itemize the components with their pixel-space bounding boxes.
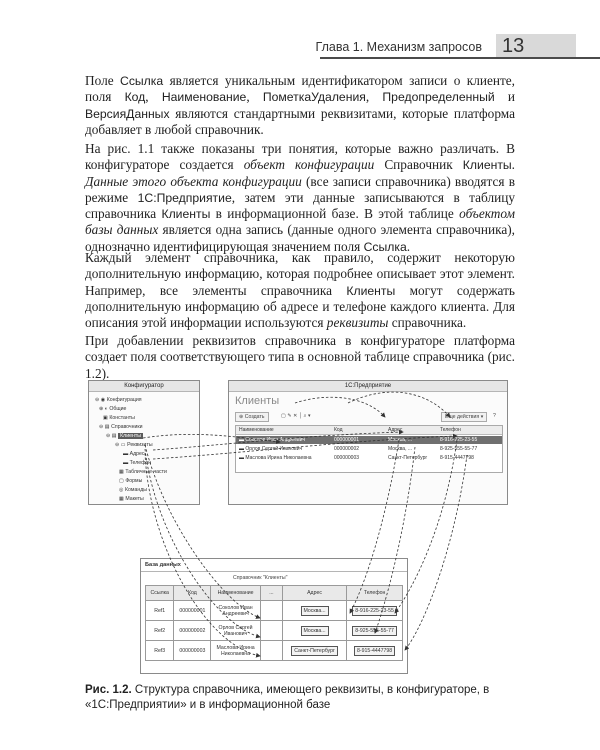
tree-commands[interactable]: ◎ Команды — [119, 487, 147, 493]
database-table-caption: Справочник "Клиенты" — [233, 575, 288, 581]
database-table: Ссылка Код Наименование ... Адрес Телефо… — [144, 585, 403, 661]
enterprise-window: 1С:Предприятие Клиенты ⊕ Создать ▢ ✎ ✕ │… — [228, 380, 508, 505]
database-title-rule — [141, 571, 407, 572]
arrow-grid-phone-top — [347, 391, 451, 418]
tree-forms[interactable]: ▢ Формы — [119, 478, 143, 484]
arrow-address-to-grid — [152, 429, 404, 451]
db-header-row: Ссылка Код Наименование ... Адрес Телефо… — [144, 585, 403, 601]
more-actions-button[interactable]: Еще действия ▾ — [441, 412, 488, 422]
col-code[interactable]: Код — [334, 427, 343, 433]
connector-arrows — [142, 391, 468, 658]
toolbar-icons[interactable]: ▢ ✎ ✕ │ ⌕ ▾ — [281, 413, 311, 419]
table-row[interactable]: ▬ Орлов Сергей Иванович 000000002 Москва… — [239, 446, 478, 452]
tree-attributes[interactable]: ⊖ ▭ Реквизиты — [115, 442, 153, 448]
tree-common[interactable]: ⊕ ◐ Общие — [99, 406, 127, 412]
grid-header: Наименование Код Адрес Телефон — [236, 426, 502, 435]
paragraph-1: Поле Ссылка является уникальным идентифи… — [85, 73, 516, 137]
paragraph-2: На рис. 1.1 также показаны три понятия, … — [85, 141, 516, 254]
paragraph-4: При добавлении реквизитов справочника в … — [85, 333, 515, 381]
table-row: Ref2 000000002 Орлов Сергей Иванович Мос… — [144, 620, 403, 641]
col-name[interactable]: Наименование — [239, 427, 274, 433]
caption-label: Рис. 1.2. — [85, 684, 132, 696]
configurator-window: Конфигуратор ⊖ ◉ Конфигурация ⊕ ◐ Общие … — [88, 380, 200, 505]
col-address[interactable]: Адрес — [388, 427, 403, 433]
caption-text: Структура справочника, имеющего реквизит… — [85, 684, 490, 711]
page-header: Глава 1. Механизм запросов 13 — [0, 0, 600, 60]
database-window: База данных Справочник "Клиенты" Ссылка … — [140, 558, 408, 674]
tree-phone[interactable]: ▬ Телефон — [123, 460, 152, 466]
arrow-client-to-grid — [142, 433, 281, 444]
figure-1-2: Конфигуратор ⊖ ◉ Конфигурация ⊕ ◐ Общие … — [85, 375, 515, 675]
table-row: Ref3 000000003 Маслова Ирина Николаевна … — [144, 640, 403, 661]
table-row: Ref1 000000001 Соколов Иван Андреевич Мо… — [144, 600, 403, 621]
arrow-phone-to-grid — [152, 433, 458, 460]
list-title: Клиенты — [235, 395, 280, 407]
paragraph-3: Каждый элемент справочника, как правило,… — [85, 250, 515, 331]
help-icon[interactable]: ? — [493, 413, 496, 419]
arrow-client-to-db-row3 — [144, 452, 261, 658]
arrow-client-to-db-row2 — [144, 448, 261, 639]
arrow-row3-to-db — [404, 454, 468, 651]
col-phone[interactable]: Телефон — [440, 427, 461, 433]
page-number: 13 — [496, 34, 576, 58]
tree-clients[interactable]: ⊖ ▤ Клиенты — [106, 433, 143, 439]
tree-address[interactable]: ▬ Адрес — [123, 451, 145, 457]
header-rule — [320, 57, 600, 59]
enterprise-toolbar: ⊕ Создать ▢ ✎ ✕ │ ⌕ ▾ Еще действия ▾ ? — [235, 412, 501, 422]
tree-templates[interactable]: ▦ Макеты — [119, 496, 144, 502]
arrow-client-to-db-row1 — [144, 444, 261, 619]
chapter-title: Глава 1. Механизм запросов — [315, 40, 482, 54]
arrow-address-to-db — [349, 439, 400, 614]
tree-tabular-parts[interactable]: ▦ Табличные части — [119, 469, 167, 475]
table-row[interactable]: ▬ Маслова Ирина Николаевна 000000003 Сан… — [239, 455, 474, 461]
database-title: База данных — [145, 562, 181, 568]
create-button[interactable]: ⊕ Создать — [235, 412, 269, 422]
arrow-phone-to-db — [394, 439, 458, 614]
tree-configuration[interactable]: ⊖ ◉ Конфигурация — [95, 397, 142, 403]
tree-constants[interactable]: ▣ Константы — [103, 415, 135, 421]
arrow-row2-to-db — [374, 446, 416, 634]
figure-caption: Рис. 1.2. Структура справочника, имеющег… — [85, 683, 525, 712]
enterprise-title: 1С:Предприятие — [229, 381, 507, 392]
configurator-title: Конфигуратор — [89, 381, 199, 392]
arrow-grid-address-top — [294, 396, 386, 418]
tree-catalogs[interactable]: ⊖ ▤ Справочники — [99, 424, 143, 430]
